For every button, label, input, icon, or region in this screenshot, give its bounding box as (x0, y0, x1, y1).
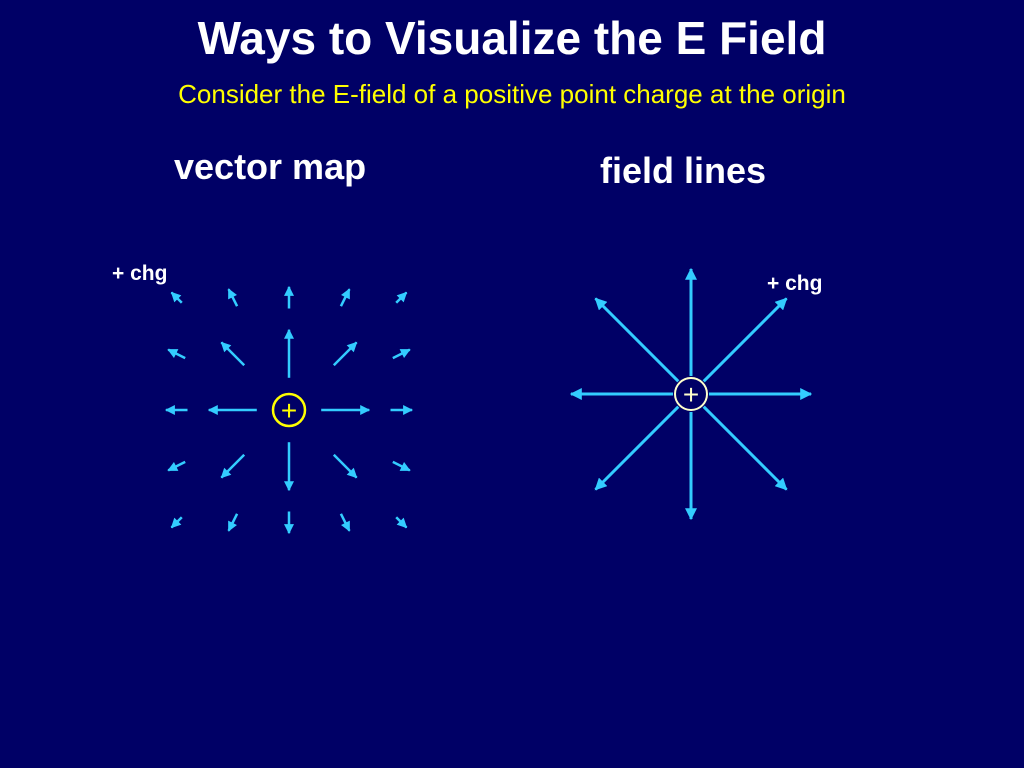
slide-subtitle: Consider the E-field of a positive point… (178, 79, 846, 109)
field-lines-charge-symbol: + (683, 379, 699, 410)
field-vector-arrow (395, 516, 408, 529)
field-line (702, 405, 788, 491)
field-line (702, 297, 788, 383)
field-vector-arrow (167, 460, 186, 472)
field-vector-arrow (167, 348, 186, 360)
field-vector-arrow (227, 513, 239, 532)
field-vector-arrow (339, 513, 351, 532)
field-lines-heading: field lines (600, 150, 767, 191)
field-vector-arrow (220, 453, 246, 479)
vector-map-charge-label: + chg (112, 262, 168, 285)
field-line (594, 405, 680, 491)
field-vector-arrow (392, 348, 411, 360)
vector-map-heading: vector map (174, 146, 367, 187)
field-vector-arrow (227, 288, 239, 307)
vector-map-charge-symbol: + (281, 395, 297, 426)
field-vector-arrow (170, 516, 183, 529)
field-lines-charge-label: + chg (767, 272, 823, 295)
field-vector-arrow (170, 291, 183, 304)
vector-map-charge: + (271, 392, 307, 428)
field-vector-arrow (220, 341, 246, 367)
vector-map-arrows (164, 285, 414, 535)
field-vector-arrow (332, 341, 358, 367)
field-vector-arrow (395, 291, 408, 304)
slide-title: Ways to Visualize the E Field (197, 12, 827, 64)
field-lines-charge: + (674, 377, 708, 411)
field-line (594, 297, 680, 383)
field-vector-arrow (339, 288, 351, 307)
field-lines-arrows (569, 267, 813, 521)
field-vector-arrow (332, 453, 358, 479)
field-vector-arrow (392, 460, 411, 472)
